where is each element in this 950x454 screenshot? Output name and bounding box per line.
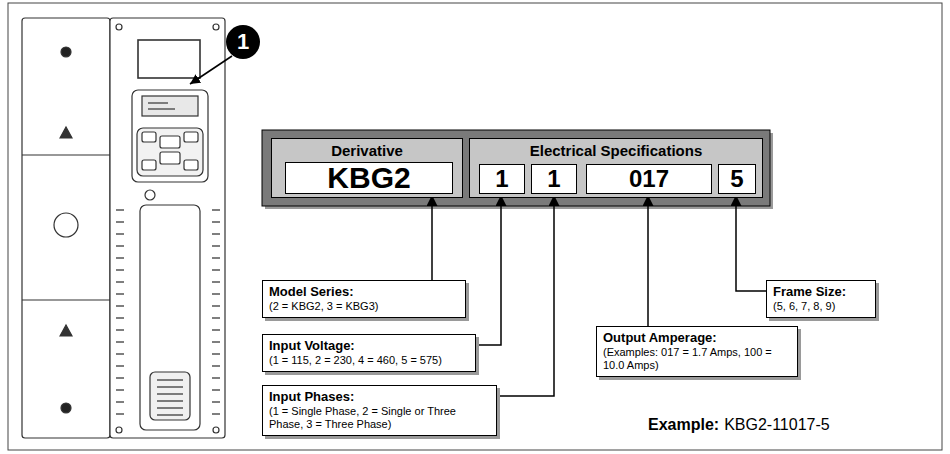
legend-body: (Examples: 017 = 1.7 Amps, 100 = 10.0 Am…: [603, 346, 791, 372]
code-cell: 1: [479, 164, 525, 194]
callout-number: 1: [237, 31, 249, 53]
code-cell: 5: [718, 164, 756, 194]
legend-body: (2 = KBG2, 3 = KBG3): [269, 300, 459, 313]
example-heading: Example:: [648, 417, 719, 433]
derivative-panel: DerivativeKBG2: [271, 138, 463, 198]
panel-heading: Electrical Specifications: [470, 139, 762, 159]
legend-box: Input Voltage:(1 = 115, 2 = 230, 4 = 460…: [262, 334, 476, 372]
code-cell: KBG2: [285, 162, 453, 194]
leader-arrow: [431, 195, 433, 280]
legend-heading: Model Series:: [269, 284, 459, 300]
code-value: 1: [547, 167, 560, 191]
legend-heading: Input Phases:: [269, 389, 490, 405]
callout-circle: [226, 25, 260, 59]
frame-border: [8, 3, 942, 450]
code-cell: 1: [531, 164, 577, 194]
code-cell: 017: [586, 164, 712, 194]
legend-body: (5, 6, 7, 8, 9): [773, 300, 869, 313]
legend-box: Input Phases:(1 = Single Phase, 2 = Sing…: [262, 385, 497, 436]
callout-leader: [190, 56, 232, 84]
legend-body: (1 = 115, 2 = 230, 4 = 460, 5 = 575): [269, 354, 469, 367]
legend-body: (1 = Single Phase, 2 = Single or Three P…: [269, 405, 490, 431]
code-band: [262, 130, 770, 206]
drive-main-unit: [110, 18, 225, 438]
code-value: 1: [495, 167, 508, 191]
legend-box: Frame Size:(5, 6, 7, 8, 9): [766, 280, 876, 318]
leader-arrow: [647, 195, 649, 326]
example-code: KBG2-11017-5: [724, 417, 830, 433]
vent-slots: [116, 210, 220, 415]
legend-box: Output Amperage:(Examples: 017 = 1.7 Amp…: [596, 326, 798, 377]
rating-label-area: [138, 40, 200, 78]
legend-heading: Output Amperage:: [603, 330, 791, 346]
code-value: 5: [730, 167, 743, 191]
panel-heading: Derivative: [272, 139, 462, 159]
specifications-panel: Electrical Specifications 1 1 017 5: [469, 138, 763, 198]
legend-box: Model Series:(2 = KBG2, 3 = KBG3): [262, 280, 466, 318]
leader-arrow: [736, 195, 766, 291]
code-value: KBG2: [327, 163, 410, 193]
leader-arrow: [497, 195, 554, 396]
legend-heading: Frame Size:: [773, 284, 869, 300]
band-shadow: [265, 133, 773, 209]
legend-heading: Input Voltage:: [269, 338, 469, 354]
code-value: 017: [629, 167, 669, 191]
leader-arrow: [476, 195, 501, 345]
drive-side-panel: [22, 18, 110, 438]
